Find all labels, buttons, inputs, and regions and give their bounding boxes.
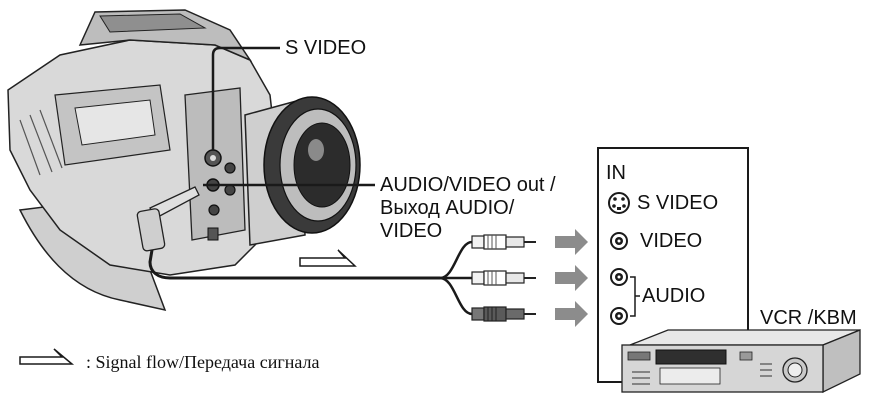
audio-jack-icon-r	[610, 307, 628, 325]
label-in-header: IN	[606, 162, 626, 184]
s-video-jack-icon	[608, 192, 630, 214]
label-vcr: VCR /KBM	[760, 307, 857, 329]
rca-plug-audio-white	[471, 270, 536, 286]
signal-flow-arrow	[299, 249, 357, 267]
label-in-audio: AUDIO	[642, 285, 706, 307]
camcorder-illustration	[7, 9, 361, 312]
flow-arrow-audio-2	[555, 301, 588, 327]
flow-arrow-video	[555, 229, 588, 255]
audio-bracket	[630, 276, 640, 317]
label-in-video: VIDEO	[640, 230, 703, 252]
rca-plug-video	[471, 234, 536, 250]
label-av-out-line3: VIDEO	[380, 220, 443, 242]
label-s-video-port: S VIDEO	[285, 37, 367, 59]
vcr-illustration	[621, 329, 861, 394]
label-av-out-line1: AUDIO/VIDEO out /	[380, 174, 556, 196]
rca-plug-audio-red	[471, 306, 536, 322]
video-jack-icon	[610, 232, 628, 250]
audio-jack-icon-l	[610, 268, 628, 286]
s-video-leader	[211, 46, 280, 150]
cable-splitter	[439, 240, 473, 316]
flow-arrow-audio-1	[555, 265, 588, 291]
av-cable	[148, 249, 440, 280]
label-av-out-line2: Выход AUDIO/	[380, 197, 515, 219]
label-in-s-video: S VIDEO	[637, 192, 719, 214]
legend-arrow-icon	[19, 348, 75, 365]
legend-text: : Signal flow/Передача сигнала	[86, 352, 320, 372]
